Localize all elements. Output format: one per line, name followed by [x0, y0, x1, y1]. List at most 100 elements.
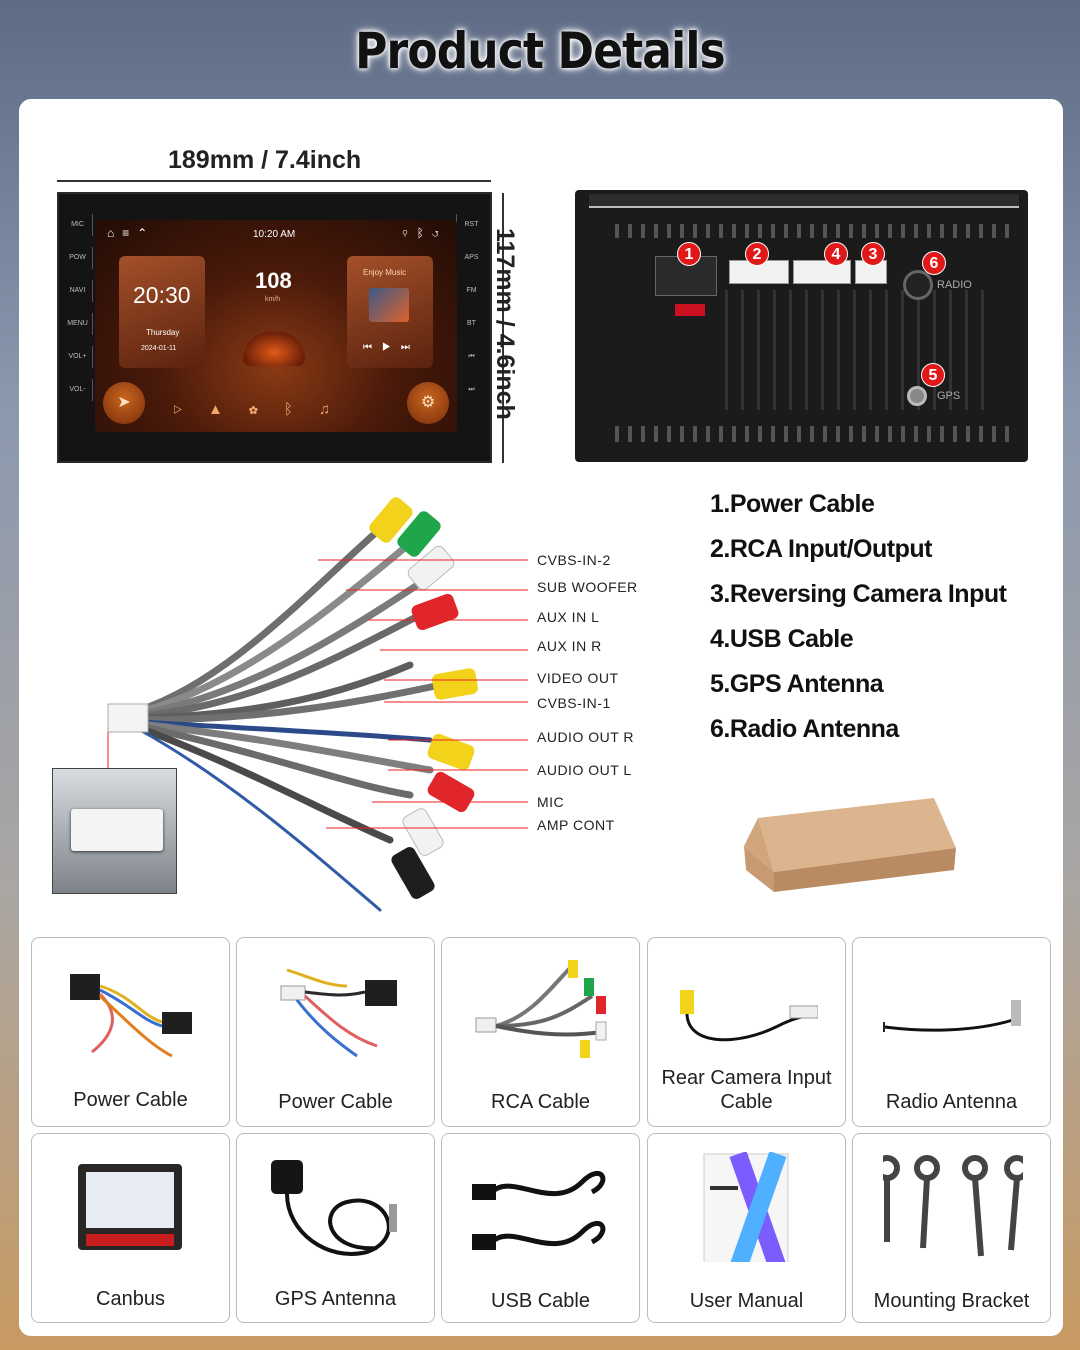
wire-cvbs-in-2: [136, 516, 394, 714]
cable-label-video-out: VIDEO OUT: [537, 670, 619, 686]
clock-date: 2024-01-11: [141, 345, 177, 352]
accessory-card-gps-antenna[interactable]: GPS Antenna: [236, 1133, 435, 1323]
music-widget[interactable]: Enjoy Music ⏮▶⏭: [347, 256, 433, 368]
clock-day: Thursday: [146, 328, 180, 337]
navigation-icon[interactable]: ➤: [103, 382, 145, 424]
accessory-card-radio-antenna[interactable]: Radio Antenna: [852, 937, 1051, 1127]
port-badge-2: 2: [745, 242, 769, 266]
port-badge-5: 5: [921, 363, 945, 387]
accessory-label: Power Cable: [73, 1089, 188, 1111]
wire-blue: [137, 719, 433, 743]
cable-label-mic: MIC: [537, 794, 565, 810]
harness-plug: [107, 703, 149, 733]
cable-label-cvbs-in-2: CVBS-IN-2: [537, 552, 611, 568]
bluetooth-app-icon[interactable]: ᛒ: [283, 401, 319, 418]
feature-item: 3.Reversing Camera Input: [710, 580, 1007, 608]
mic-plug: [391, 847, 435, 899]
power-port-latch: [675, 304, 705, 316]
camera-cable-image: [680, 990, 818, 1042]
side-button-next[interactable]: ⏭: [456, 379, 486, 401]
launch-icon[interactable]: ▲: [208, 401, 249, 418]
side-button-vol-down[interactable]: VOL-: [63, 379, 93, 401]
rca-white-plug-1: [407, 545, 455, 591]
video-icon[interactable]: ▷: [173, 401, 209, 418]
side-button-bt[interactable]: BT: [456, 313, 486, 335]
accessory-card-canbus[interactable]: Canbus: [31, 1133, 230, 1323]
status-icons-left: ⌂≡⌃: [107, 226, 155, 240]
accessory-label: RCA Cable: [491, 1091, 590, 1113]
cable-label-sub-woofer: SUB WOOFER: [537, 579, 638, 595]
height-dimension: 117mm / 4.6inch: [491, 228, 519, 420]
usb-cable-image: [472, 1171, 606, 1250]
accessory-label: User Manual: [689, 1290, 804, 1312]
wire-video-out: [136, 681, 444, 724]
power-cable-image: [70, 974, 192, 1058]
rca-white-plug-2: [402, 808, 444, 856]
connector-block: [71, 809, 163, 851]
feature-item: 5.GPS Antenna: [710, 670, 884, 698]
wire-audio-out-r: [136, 720, 434, 774]
side-button-navi[interactable]: NAVI: [63, 280, 93, 302]
back-icon[interactable]: ↺: [431, 226, 447, 240]
accessory-card-user-manual[interactable]: User Manual: [647, 1133, 846, 1323]
box-side: [744, 846, 774, 892]
accessory-card-power-cable-1[interactable]: Power Cable: [31, 937, 230, 1127]
side-button-menu[interactable]: MENU: [63, 313, 93, 335]
harness-svg: [107, 497, 528, 912]
settings-gear-icon[interactable]: ⚙: [407, 382, 449, 424]
mounting-bracket-image: [883, 1155, 1023, 1257]
previous-icon[interactable]: ⏮: [363, 342, 382, 353]
cable-label-audio-out-l: AUDIO OUT L: [537, 762, 632, 778]
next-icon[interactable]: ⏭: [400, 342, 420, 353]
clock-time: 20:30: [133, 282, 191, 308]
home-icon[interactable]: ⌂: [107, 226, 123, 240]
cable-label-cvbs-in-1: CVBS-IN-1: [537, 695, 611, 711]
power-cable-image: [280, 968, 397, 1058]
gps-antenna-image: [271, 1160, 397, 1256]
music-note-icon[interactable]: ♫: [318, 401, 357, 418]
accessory-card-rca-cable[interactable]: RCA Cable: [441, 937, 640, 1127]
side-button-mic[interactable]: MIC: [63, 214, 93, 236]
accessory-label: USB Cable: [491, 1290, 590, 1312]
accessory-card-usb-cable[interactable]: USB Cable: [441, 1133, 640, 1323]
wire-green: [136, 531, 424, 716]
side-button-pow[interactable]: POW: [63, 247, 93, 269]
clock-widget[interactable]: 20:30 Thursday 2024-01-11: [119, 256, 205, 368]
side-button-prev[interactable]: ⏮: [456, 346, 486, 368]
status-time: 10:20 AM: [253, 229, 296, 240]
side-button-aps[interactable]: APS: [456, 247, 486, 269]
head-unit-screen: ⌂≡⌃ 10:20 AM ⚲ᛒ↺ 20:30 Thursday 2024-01-…: [95, 220, 457, 432]
rca-green-plug: [397, 511, 441, 557]
accessory-label: Rear Camera Input Cable: [661, 1067, 832, 1113]
connector-closeup: [52, 768, 177, 894]
apps-icon[interactable]: ✿: [248, 401, 284, 418]
accessory-label: Power Cable: [278, 1091, 393, 1113]
side-button-rst[interactable]: RST: [456, 214, 486, 236]
gps-label: GPS: [937, 390, 961, 402]
accessory-label: Radio Antenna: [885, 1091, 1018, 1113]
chevron-up-icon[interactable]: ⌃: [137, 226, 156, 240]
radio-label: RADIO: [937, 279, 972, 291]
cable-label-aux-in-l: AUX IN L: [537, 609, 600, 625]
play-icon[interactable]: ▶: [382, 342, 401, 353]
accessory-card-power-cable-2[interactable]: Power Cable: [236, 937, 435, 1127]
menu-icon[interactable]: ≡: [122, 226, 138, 240]
speed-value: 108: [255, 268, 292, 293]
album-art: [369, 288, 409, 322]
right-button-column: RST APS FM BT ⏮ ⏭: [456, 214, 486, 412]
port-badge-6: 6: [922, 251, 946, 275]
rca-red-plug-2: [427, 771, 475, 813]
head-unit-rear: RADIO GPS 1 2 4 3 6 5: [575, 190, 1028, 462]
packaging-box: [744, 798, 956, 892]
canbus-image: [78, 1164, 182, 1250]
accessory-label: GPS Antenna: [274, 1288, 397, 1310]
music-controls: ⏮▶⏭: [363, 342, 420, 353]
accessory-card-mounting-bracket[interactable]: Mounting Bracket: [852, 1133, 1051, 1323]
harness-wires: [136, 516, 444, 912]
port-badge-4: 4: [824, 242, 848, 266]
side-button-vol-up[interactable]: VOL+: [63, 346, 93, 368]
rca-yellow-plug-2: [432, 668, 478, 700]
accessory-card-rear-camera-cable[interactable]: Rear Camera Input Cable: [647, 937, 846, 1127]
box-front: [774, 848, 956, 892]
side-button-fm[interactable]: FM: [456, 280, 486, 302]
